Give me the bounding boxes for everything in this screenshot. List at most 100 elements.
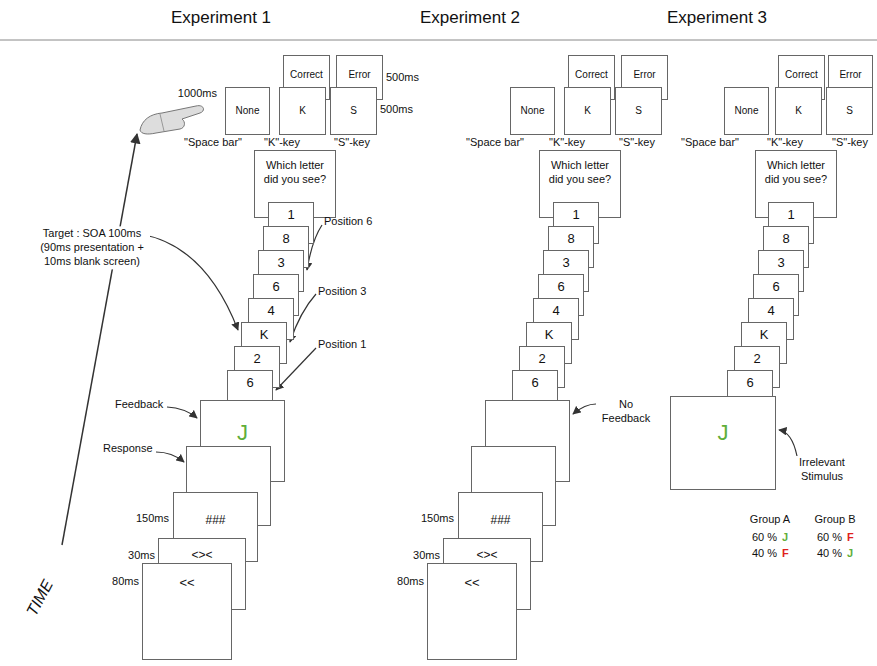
frame-text: K	[584, 105, 591, 118]
column-heading: Experiment 3	[667, 7, 767, 28]
frame-text: <<	[179, 575, 194, 591]
target-note: Target : SOA 100ms (90ms presentation + …	[34, 226, 150, 269]
column-heading: Experiment 1	[171, 7, 271, 28]
frame-text: Error	[348, 69, 370, 82]
response-box: S	[330, 87, 377, 135]
stimulus-letter: F	[847, 531, 854, 545]
frame-text: 3	[277, 255, 284, 271]
frame-text: K	[545, 327, 554, 343]
percent-label: 40 %	[817, 547, 842, 561]
key-label: "Space bar"	[466, 136, 524, 150]
response-box: S	[826, 87, 873, 135]
key-label: "S"-key	[334, 136, 370, 150]
frame-text: 8	[567, 231, 574, 247]
frame-text: <><	[191, 548, 212, 563]
frame-text: 6	[557, 279, 564, 295]
frame-text: 4	[552, 303, 559, 319]
frame-text: K	[795, 105, 802, 118]
screen-label: Feedback	[115, 398, 163, 412]
position-label: Position 3	[318, 285, 366, 299]
frame-text: J	[718, 419, 729, 447]
screen-label: No Feedback	[598, 398, 654, 426]
position-label: Position 1	[318, 338, 366, 352]
leader-arrow	[573, 404, 596, 414]
header-rule	[0, 40, 877, 41]
key-label: "Space bar"	[681, 136, 739, 150]
response-box: K	[564, 87, 611, 135]
frame-text: 3	[777, 255, 784, 271]
screen-label: Irrelevant Stimulus	[787, 456, 857, 484]
frame-text: 8	[782, 231, 789, 247]
percent-label: 40 %	[752, 547, 777, 561]
key-label: "S"-key	[832, 136, 868, 150]
leader-arrow	[779, 430, 797, 456]
frame-text: K	[760, 327, 769, 343]
response-box: K	[775, 87, 822, 135]
frame-text: Correct	[785, 69, 818, 82]
screen-label: Response	[103, 442, 153, 456]
frame-text: None	[735, 105, 759, 118]
frame-text: <><	[476, 548, 497, 563]
mask-frame: <<	[142, 563, 232, 660]
frame-text: 2	[753, 351, 760, 367]
frame-text: ###	[205, 513, 225, 528]
stimulus-letter: J	[782, 531, 788, 545]
frame-text: ###	[490, 513, 510, 528]
frame-text: K	[260, 327, 269, 343]
response-box: None	[724, 87, 769, 135]
frame-text: 1	[787, 207, 794, 223]
timing-label: 80ms	[397, 575, 424, 589]
frame-text: S	[846, 105, 853, 118]
frame-text: 2	[253, 351, 260, 367]
key-label: "K"-key	[264, 136, 300, 150]
frame-text: <<	[464, 575, 479, 591]
frame-text: 4	[767, 303, 774, 319]
frame-text: S	[635, 105, 642, 118]
group-label: Group B	[815, 513, 856, 527]
key-label: "S"-key	[619, 136, 655, 150]
stimulus-letter: F	[782, 547, 789, 561]
frame-text: Which letter did you see?	[547, 159, 613, 187]
pointing-hand	[140, 106, 203, 134]
frame-text: 2	[538, 351, 545, 367]
frame-text: 6	[772, 279, 779, 295]
timing-label: 30ms	[413, 549, 440, 563]
timing-label: 30ms	[128, 549, 155, 563]
mask-frame: <<	[427, 563, 517, 660]
frame-text: Which letter did you see?	[763, 159, 829, 187]
timing-label: 80ms	[112, 575, 139, 589]
response-box: S	[615, 87, 662, 135]
frame-text: J	[237, 419, 248, 447]
response-box: None	[510, 87, 555, 135]
frame-text: S	[350, 105, 357, 118]
frame-text: 3	[562, 255, 569, 271]
timing-label: 500ms	[380, 103, 413, 117]
frame-text: 6	[272, 279, 279, 295]
response-box: None	[225, 87, 270, 135]
response-box: K	[279, 87, 326, 135]
leader-arrow	[140, 234, 238, 330]
timing-label: 1000ms	[178, 87, 217, 101]
frame-text: None	[236, 105, 260, 118]
frame-text: K	[299, 105, 306, 118]
timing-label: 500ms	[386, 71, 419, 85]
frame-text: 1	[572, 207, 579, 223]
frame-text: 6	[246, 375, 253, 391]
leader-arrow	[156, 452, 184, 462]
frame-text: None	[521, 105, 545, 118]
column-heading: Experiment 2	[420, 7, 520, 28]
leader-arrow	[167, 407, 197, 418]
frame-text: Correct	[575, 69, 608, 82]
frame-text: 1	[287, 207, 294, 223]
key-label: "K"-key	[549, 136, 585, 150]
frame-text: Correct	[290, 69, 323, 82]
frame-text: Which letter did you see?	[262, 159, 328, 187]
frame-text: 8	[282, 231, 289, 247]
key-label: "Space bar"	[184, 136, 242, 150]
position-label: Position 6	[324, 215, 372, 229]
group-label: Group A	[750, 513, 790, 527]
frame-text: 6	[746, 375, 753, 391]
time-axis-label: TIME	[22, 576, 58, 619]
frame-text: 4	[267, 303, 274, 319]
